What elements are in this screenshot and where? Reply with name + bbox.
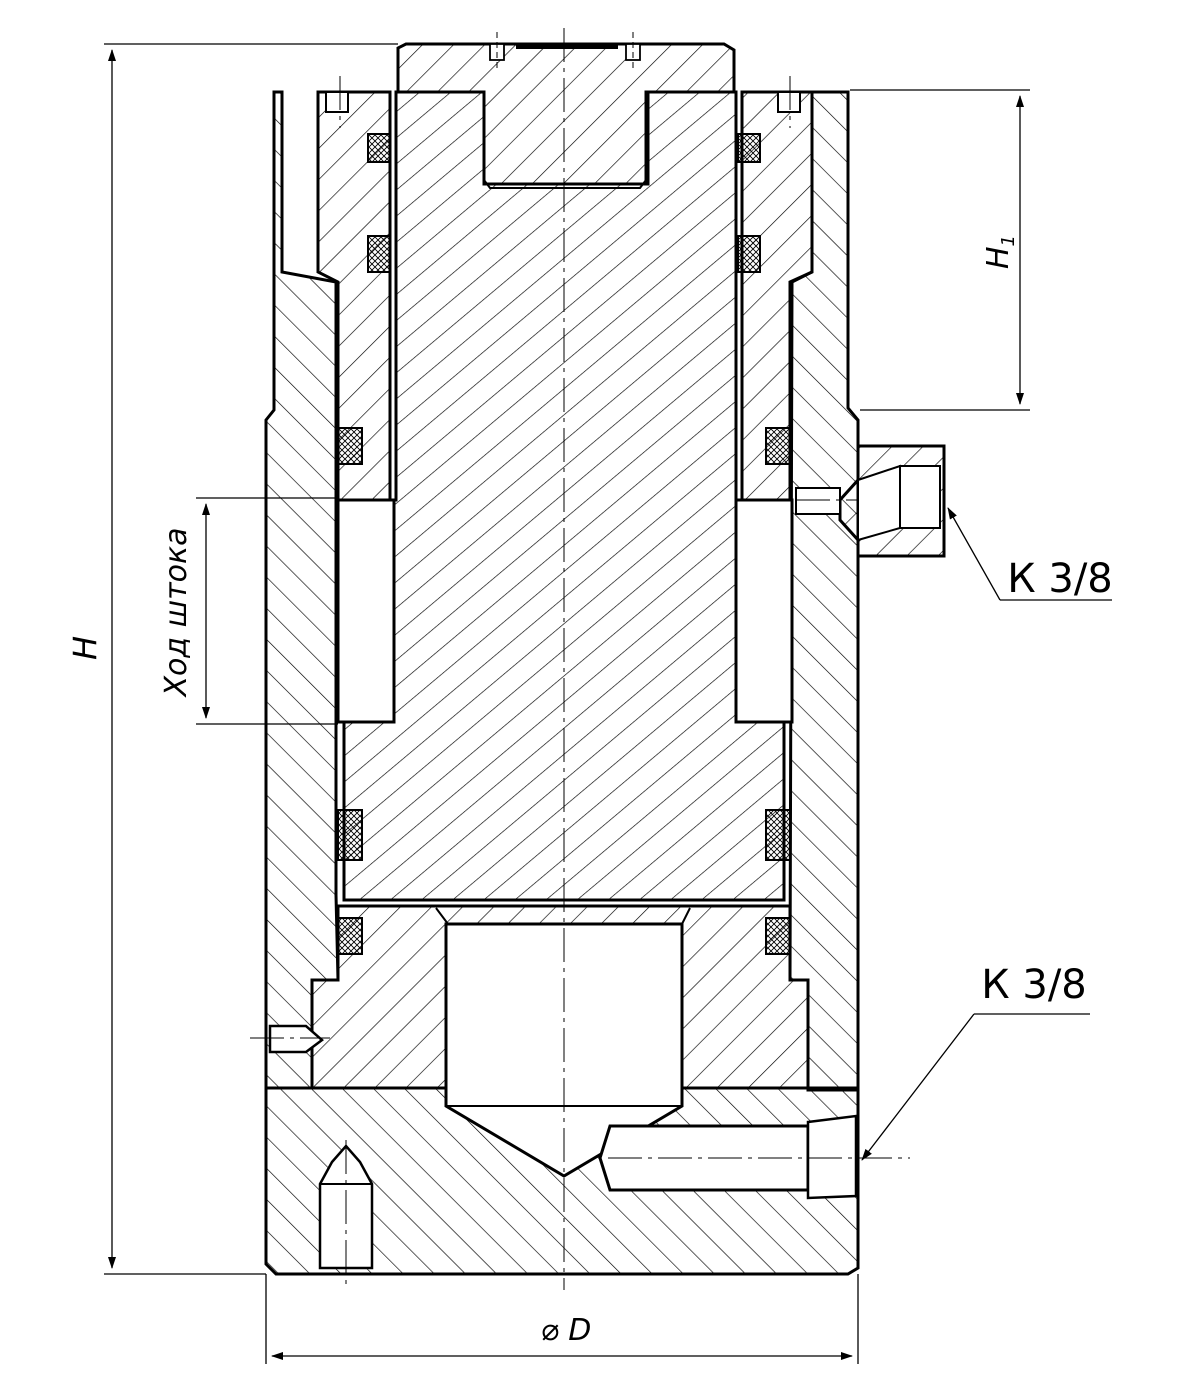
dimension-height: H [66,43,398,1275]
port-bottom-label: К 3/8 [981,962,1087,1008]
piston-head [396,32,736,189]
seal [737,235,761,273]
seal [765,809,791,861]
diameter-label: ⌀ D [541,1313,592,1348]
center-lines [250,28,910,1290]
annular-chamber-left [336,498,396,724]
seal [367,235,391,273]
base-port-fitting [806,1114,858,1200]
annular-chamber-right [734,498,794,724]
gland-screw-right [777,91,801,113]
leader-port-bottom: К 3/8 [861,962,1090,1161]
port-top-label: К 3/8 [1007,556,1113,602]
gland-screw-left [325,91,349,113]
dimension-upper-height: H1 [850,89,1030,411]
seal [337,427,363,465]
upper-height-main: H [981,246,1016,269]
seal [367,133,391,163]
seal [765,427,791,465]
side-plug-left [268,1024,324,1054]
seal [337,917,363,955]
height-label: H [66,636,104,660]
seal [765,917,791,955]
seal [737,133,761,163]
upper-height-sub: 1 [998,235,1019,246]
side-port-fitting [795,444,946,558]
upper-height-label: H1 [981,235,1019,269]
leader-port-top: К 3/8 [947,507,1113,602]
seal [337,809,363,861]
stroke-label: Ход штока [159,528,194,699]
base-port-channel [598,1124,810,1192]
dimension-diameter: ⌀ D [265,1274,859,1364]
seals [337,133,791,955]
dimension-stroke: Ход штока [159,497,338,725]
